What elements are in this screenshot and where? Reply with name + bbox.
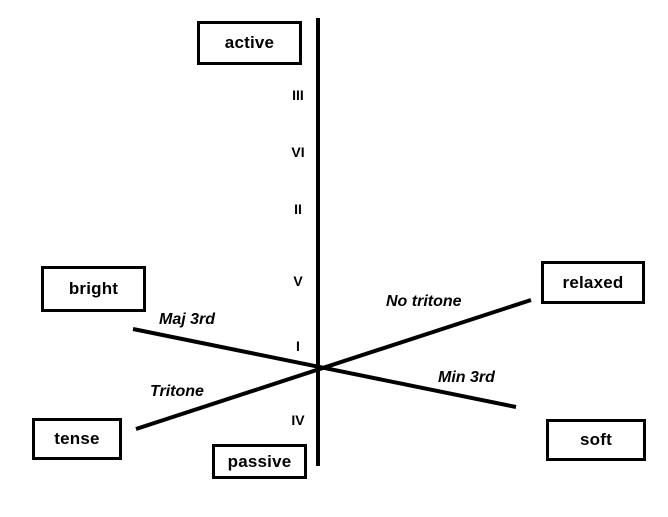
diagonal-label-tritone: Tritone xyxy=(150,384,204,400)
axis-tick-i-label: I xyxy=(296,338,300,354)
pole-box-soft-label: soft xyxy=(580,430,612,449)
diagonal-label-min3rd-text: Min 3rd xyxy=(438,369,495,386)
diagonal-label-maj3rd: Maj 3rd xyxy=(159,312,215,328)
axis-tick-iii: III xyxy=(283,88,313,102)
pole-box-bright-label: bright xyxy=(68,279,119,298)
axis-tick-iv: IV xyxy=(283,413,313,427)
pole-box-tense-label: tense xyxy=(54,429,100,448)
pole-box-active[interactable]: active xyxy=(197,21,302,65)
pole-box-passive[interactable]: passive xyxy=(212,444,307,479)
axis-tick-v-label: V xyxy=(293,273,303,289)
axis-tick-iv-label: IV xyxy=(291,412,305,428)
pole-box-passive-label: passive xyxy=(227,451,292,471)
diagonal-label-notritone: No tritone xyxy=(386,294,462,310)
axis-tick-v: V xyxy=(283,274,313,288)
pole-box-soft[interactable]: soft xyxy=(546,419,646,461)
diagonal-label-maj3rd-text: Maj 3rd xyxy=(159,311,216,328)
pole-box-tense[interactable]: tense xyxy=(32,418,122,460)
diagonal-label-tritone-text: Tritone xyxy=(150,383,204,400)
pole-box-relaxed-label: relaxed xyxy=(562,272,624,292)
axis-tick-ii-label: II xyxy=(294,201,302,217)
pole-box-bright[interactable]: bright xyxy=(41,266,146,312)
axis-tick-iii-label: III xyxy=(292,87,304,103)
axis-tick-ii: II xyxy=(283,202,313,216)
pole-box-active-label: active xyxy=(224,33,275,52)
diagonal-label-min3rd: Min 3rd xyxy=(438,370,495,386)
pole-box-relaxed[interactable]: relaxed xyxy=(541,261,645,304)
tritone-notritone-diagonal xyxy=(135,298,532,431)
axis-tick-vi: VI xyxy=(283,145,313,159)
axis-tick-i: I xyxy=(283,339,313,353)
axis-tick-vi-label: VI xyxy=(291,144,305,160)
diagonal-label-notritone-text: No tritone xyxy=(386,293,462,310)
